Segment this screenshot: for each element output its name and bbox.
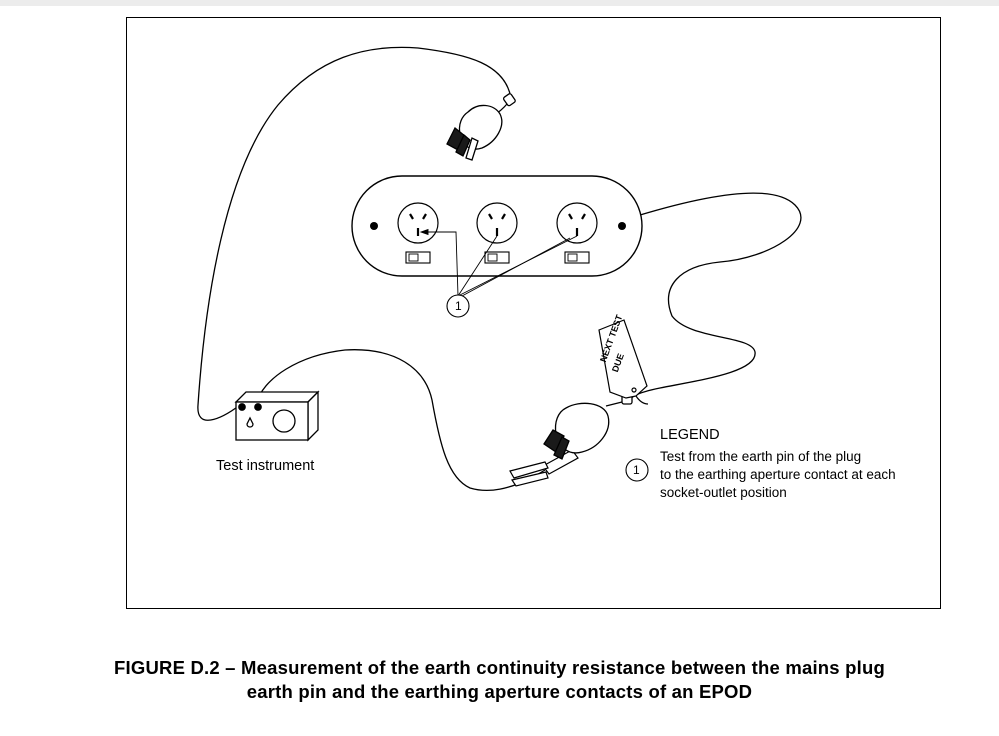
figure-frame xyxy=(126,17,941,609)
callout-number: 1 xyxy=(455,299,462,313)
legend-line-2: to the earthing aperture contact at each xyxy=(660,467,896,482)
caption-line-2: earth pin and the earthing aperture cont… xyxy=(246,681,753,702)
legend-line-3: socket-outlet position xyxy=(660,485,787,500)
caption-line-1: FIGURE D.2 – Measurement of the earth co… xyxy=(114,657,885,678)
next-test-tag xyxy=(598,319,649,405)
epod-power-board xyxy=(351,175,643,277)
instrument-lead-cable xyxy=(197,46,512,421)
legend-number-circle xyxy=(625,458,649,482)
crocodile-clip xyxy=(509,449,579,487)
socket-outlet-2 xyxy=(476,202,518,264)
top-edge xyxy=(0,0,999,6)
mounting-hole-left xyxy=(370,222,378,230)
legend-item-number: 1 xyxy=(633,463,640,477)
callout-leaders xyxy=(419,228,578,297)
socket-outlet-3 xyxy=(556,202,598,264)
figure-caption: FIGURE D.2 – Measurement of the earth co… xyxy=(40,656,959,704)
test-instrument xyxy=(234,390,320,442)
test-instrument-label: Test instrument xyxy=(216,458,315,474)
clip-lead-cable xyxy=(255,349,531,492)
legend-title: LEGEND xyxy=(660,427,720,443)
mains-plug-upper xyxy=(446,93,516,161)
legend-line-1: Test from the earth pin of the plug xyxy=(660,449,862,464)
mounting-hole-right xyxy=(618,222,626,230)
callout-circle xyxy=(446,294,470,318)
epod-supply-cable xyxy=(629,192,802,401)
mains-plug-lower xyxy=(543,393,633,460)
